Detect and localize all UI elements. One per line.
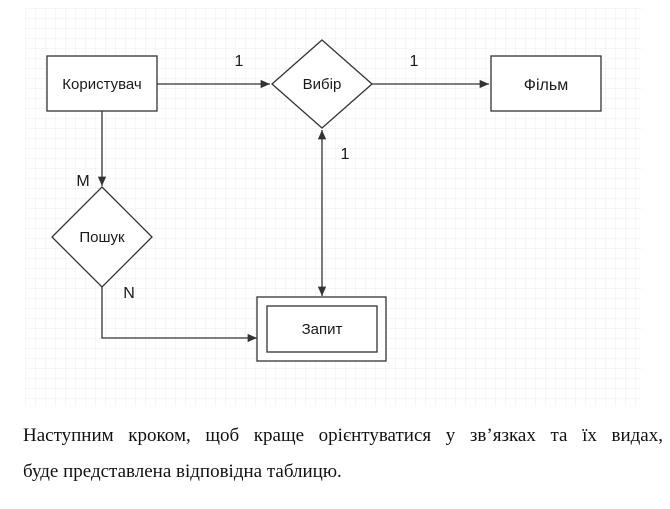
edge-search-request bbox=[101, 287, 257, 343]
caption-line-2: буде представлена відповідна таблицю. bbox=[23, 461, 342, 482]
cardinality-choice-film: 1 bbox=[410, 53, 419, 70]
cardinality-search-request: N bbox=[123, 285, 135, 302]
entity-user-label: Користувач bbox=[62, 76, 141, 93]
relationship-choice-label: Вибір bbox=[303, 76, 342, 93]
cardinality-choice-request: 1 bbox=[341, 146, 350, 163]
relationship-search-label: Пошук bbox=[79, 229, 125, 246]
entity-film[interactable]: Фільм bbox=[490, 55, 602, 112]
cardinality-user-choice: 1 bbox=[235, 53, 244, 70]
entity-film-label: Фільм bbox=[524, 77, 568, 94]
entity-request[interactable]: Запит bbox=[256, 296, 387, 362]
cardinality-user-search: M bbox=[76, 173, 89, 190]
entity-user[interactable]: Користувач bbox=[46, 55, 158, 112]
caption-line-1: Наступним кроком, щоб краще орієнтуватис… bbox=[23, 425, 663, 446]
relationship-search[interactable]: Пошук bbox=[51, 186, 153, 288]
er-diagram: Користувач Вибір Фільм Пошук Запит 1 1 1… bbox=[25, 8, 642, 406]
entity-request-label: Запит bbox=[302, 321, 343, 338]
relationship-choice[interactable]: Вибір bbox=[271, 39, 373, 129]
